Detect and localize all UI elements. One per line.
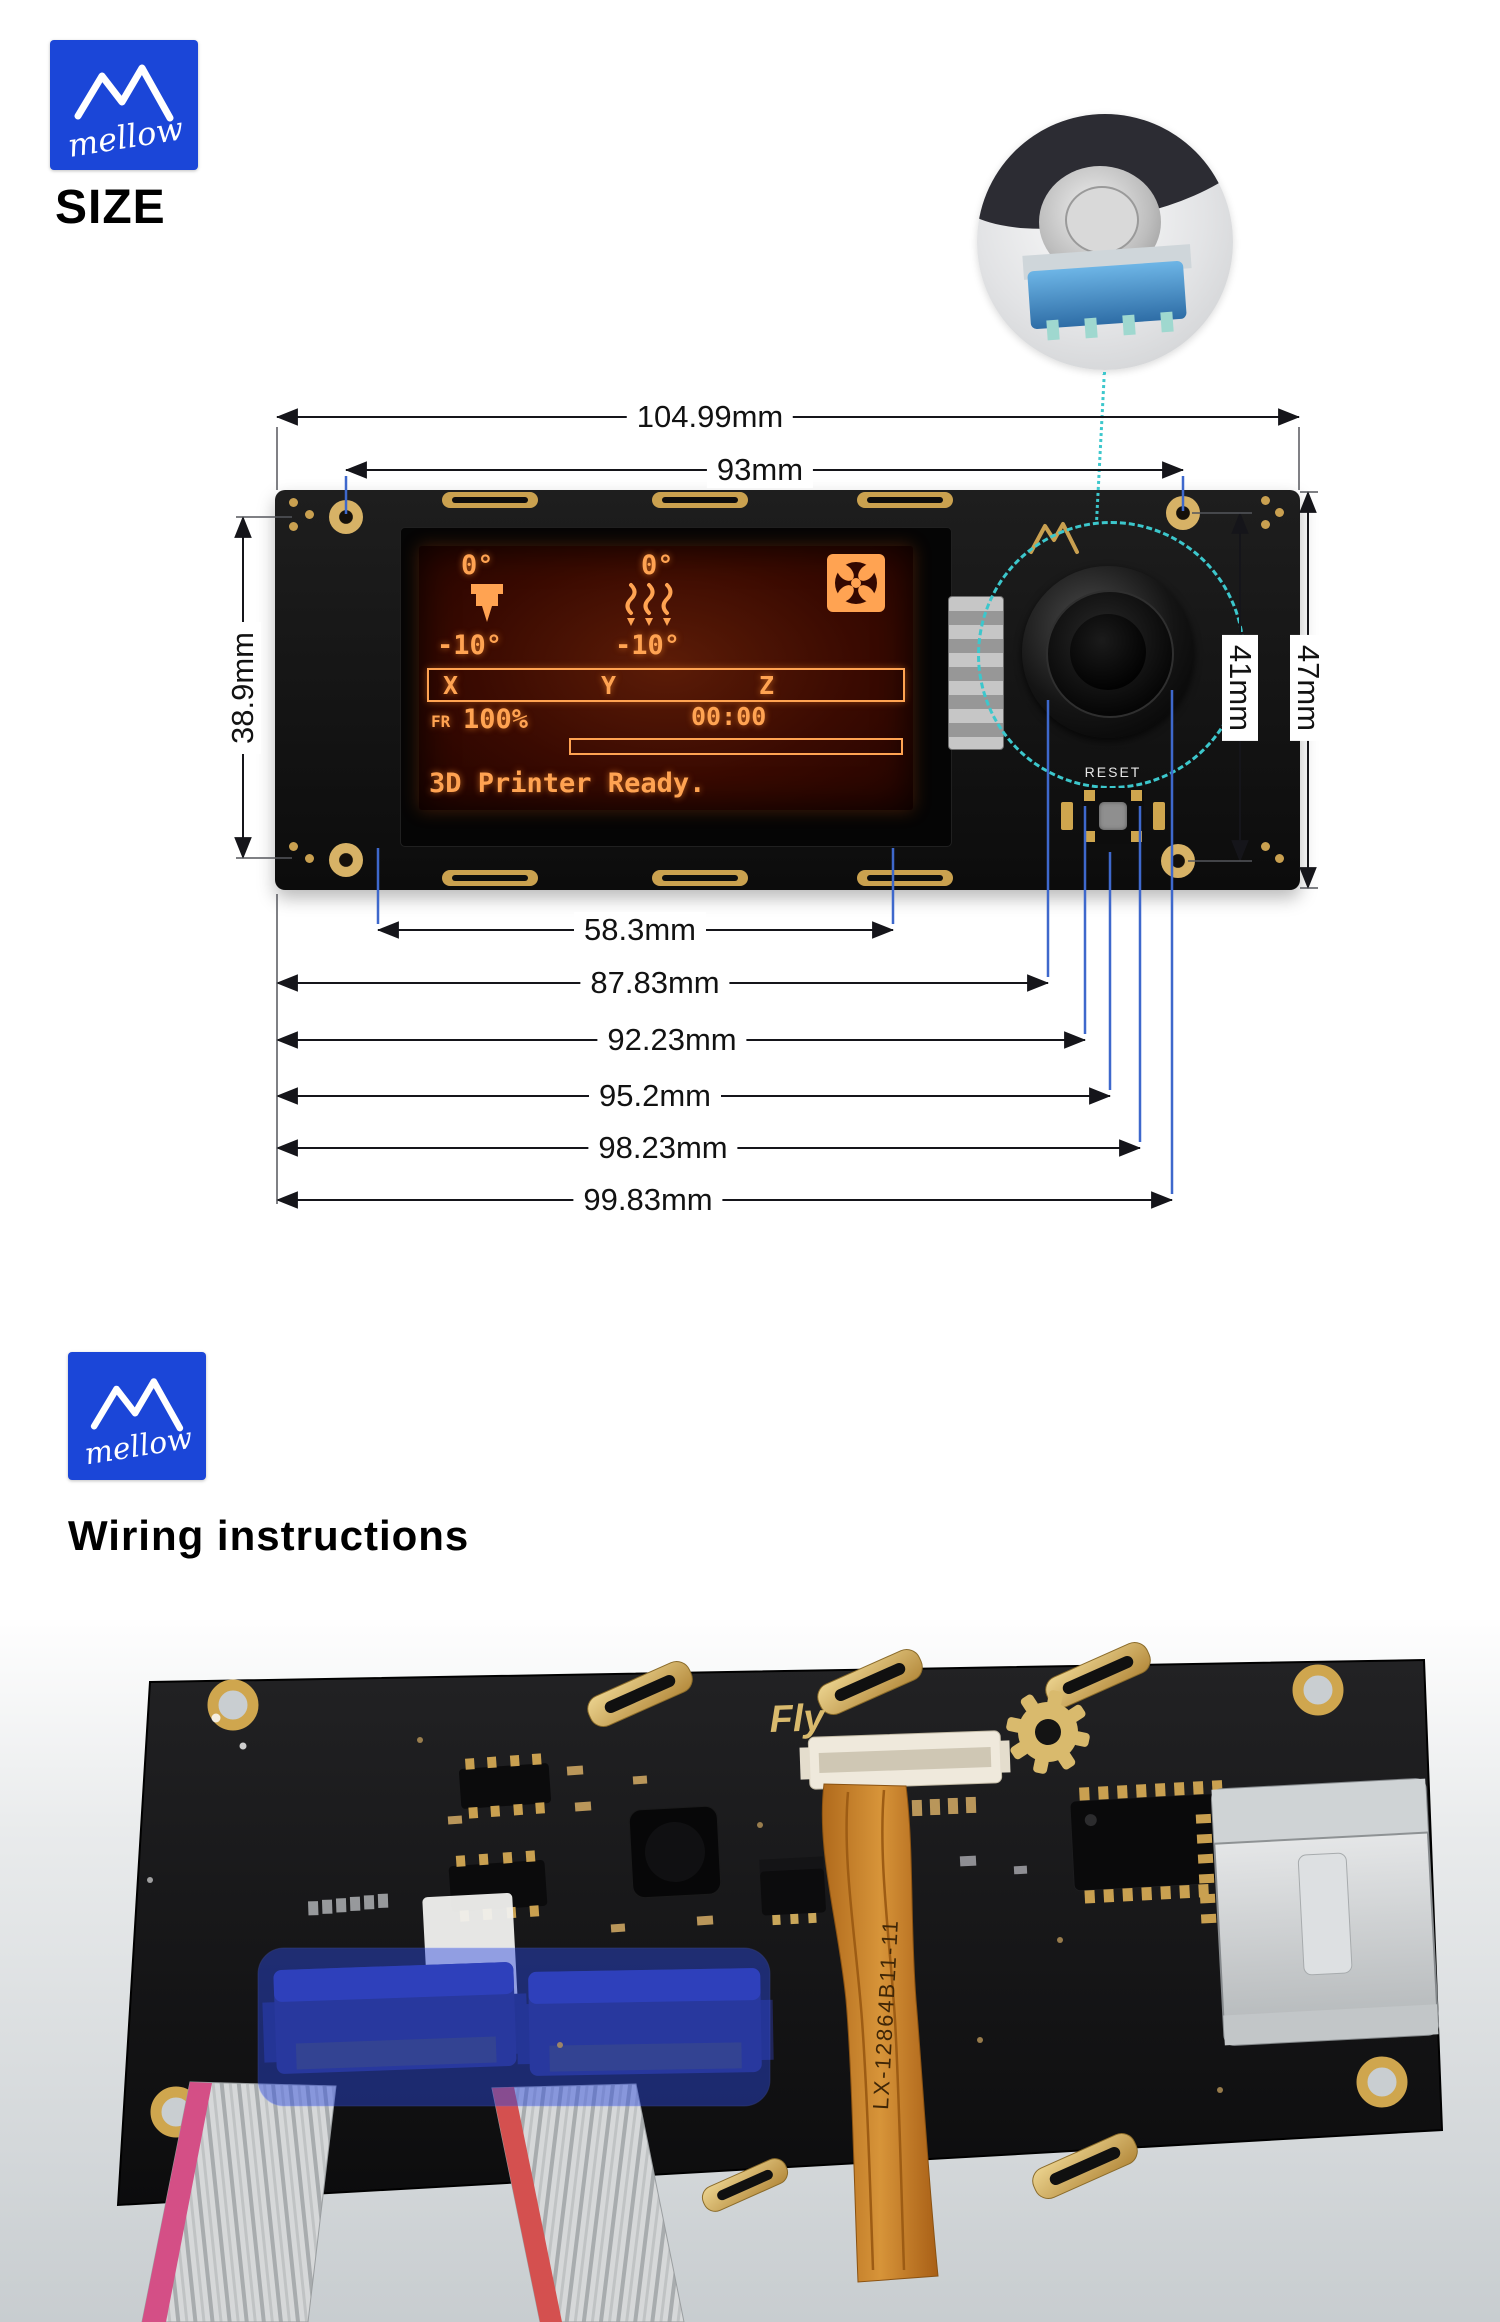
lcd-display: 0° -10° 0° <box>419 546 913 810</box>
gold-dot <box>289 522 298 531</box>
axis-x: X <box>443 671 459 700</box>
wiring-photo: Fly <box>0 1620 1500 2322</box>
dim-bottom-4: 95.2mm <box>589 1078 721 1114</box>
ic-soic8-1 <box>458 1753 552 1819</box>
inset-knob-top <box>1065 186 1139 254</box>
ribbon-cable-left <box>141 2081 337 2322</box>
mellow-logo-icon: mellow <box>82 1378 195 1473</box>
gold-dot <box>1261 496 1270 505</box>
status-message: 3D Printer Ready. <box>429 768 706 799</box>
gold-dot <box>1261 520 1270 529</box>
brand-name: mellow <box>65 109 186 165</box>
reset-label: RESET <box>1084 764 1142 780</box>
pcb-back <box>116 1658 1444 2207</box>
encoder-highlight-circle <box>977 521 1245 789</box>
ribbon-cable-right <box>491 2083 685 2322</box>
gear-icon <box>1006 1690 1090 1774</box>
idc-connector-1[interactable] <box>261 1961 529 2074</box>
regulator <box>759 1856 826 1926</box>
gold-dot <box>1275 854 1284 863</box>
nozzle-icon <box>471 584 503 622</box>
mounting-hole <box>1161 844 1195 878</box>
idc-connector-2[interactable] <box>516 1968 774 2076</box>
dim-bottom-1: 58.3mm <box>574 912 706 948</box>
wiring-heading: Wiring instructions <box>68 1512 470 1559</box>
dim-height-outer: 47mm <box>1290 634 1326 742</box>
passives <box>447 1765 1028 1933</box>
sd-card-slot <box>1195 1778 1440 2046</box>
board-silkscreen-text: Fly <box>769 1697 827 1741</box>
mounting-hole <box>1166 496 1200 530</box>
progress-bar <box>569 738 903 755</box>
dust-specks <box>147 1713 247 1883</box>
edge-slot <box>857 870 953 886</box>
wiring-photo-svg: Fly <box>116 1641 1444 2322</box>
print-time: 00:00 <box>691 702 767 731</box>
hotend-temp-current: 0° <box>461 550 494 581</box>
mellow-logo: mellow <box>50 40 198 170</box>
display-board: 0° -10° 0° <box>275 490 1300 890</box>
size-heading: SIZE <box>55 181 166 234</box>
axis-z: Z <box>759 671 775 700</box>
reset-pad <box>1061 802 1073 830</box>
edge-slot <box>857 492 953 508</box>
mellow-logo-icon: mellow <box>65 64 186 165</box>
dim-bottom-3: 92.23mm <box>597 1022 747 1058</box>
connector-highlight-overlay <box>257 1947 771 2107</box>
reset-button[interactable] <box>1082 788 1144 844</box>
dim-height-left: 38.9mm <box>225 622 261 754</box>
inset-pin <box>1160 311 1174 333</box>
inductor <box>628 1805 722 1899</box>
gold-dot <box>1261 842 1270 851</box>
heatbed-icon <box>625 583 673 626</box>
flex-cable: LX-12864B11-11 <box>821 1783 939 2283</box>
dim-width-full: 104.99mm <box>626 399 794 435</box>
axis-y: Y <box>601 671 617 700</box>
axes-row: X Y Z <box>427 668 905 702</box>
lcd-module: 0° -10° 0° <box>400 527 952 847</box>
feedrate-value: 100% <box>463 704 529 735</box>
gold-dot <box>289 498 298 507</box>
bed-temp-target: -10° <box>615 630 681 661</box>
encoder-inset-photo <box>977 114 1233 370</box>
mellow-logo: mellow <box>68 1352 206 1480</box>
edge-slot <box>442 870 538 886</box>
dim-bottom-6: 99.83mm <box>573 1182 723 1218</box>
gold-dot <box>305 854 314 863</box>
ffc-socket <box>799 1730 1011 1790</box>
bed-temp-current: 0° <box>641 550 674 581</box>
fan-icon <box>827 554 885 612</box>
mounting-hole <box>329 843 363 877</box>
reset-pad <box>1153 802 1165 830</box>
dim-height-inner: 41mm <box>1222 634 1258 742</box>
pin-header <box>308 1893 389 1916</box>
inset-pin <box>1084 317 1098 339</box>
edge-slot <box>652 492 748 508</box>
inset-pin <box>1046 319 1060 341</box>
edge-slot <box>442 492 538 508</box>
inset-pin <box>1122 314 1136 336</box>
mounting-hole <box>329 500 363 534</box>
vias <box>417 1737 1223 2093</box>
hotend-temp-target: -10° <box>437 630 503 661</box>
gold-dot <box>1275 508 1284 517</box>
dim-hole-span: 93mm <box>706 452 814 488</box>
dim-bottom-5: 98.23mm <box>588 1130 738 1166</box>
edge-slots <box>587 1641 1151 2212</box>
gold-dot <box>305 510 314 519</box>
gold-dot <box>289 842 298 851</box>
brand-name: mellow <box>82 1421 195 1473</box>
feedrate-label: FR <box>431 712 451 731</box>
dim-bottom-2: 87.83mm <box>580 965 730 1001</box>
edge-slot <box>652 870 748 886</box>
